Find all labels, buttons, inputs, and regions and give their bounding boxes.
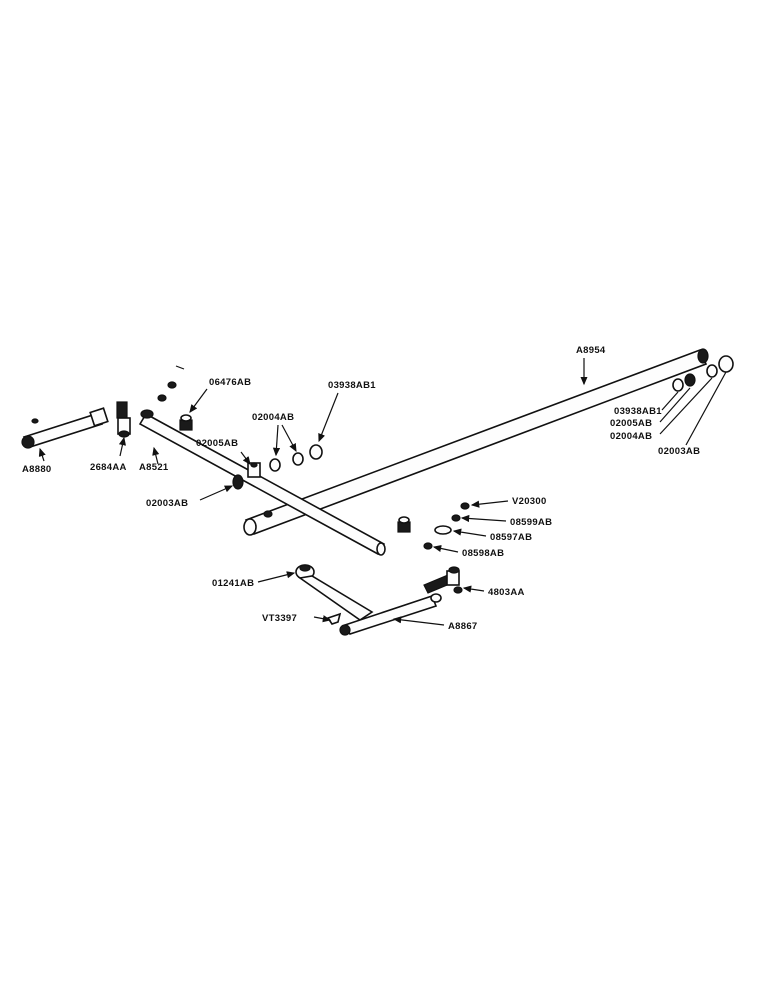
label-01241ab: 01241AB [212,578,254,589]
ball-joint-2684aa [116,401,131,438]
label-v20300: V20300 [512,496,547,507]
label-a8521: A8521 [139,462,169,473]
bushing-02003ab-left [232,474,244,490]
label-08598ab: 08598AB [462,548,504,559]
label-4803aa: 4803AA [488,587,525,598]
part-labels: A8954 A8880 2684AA A8521 06476AB 02005AB… [22,345,700,632]
label-vt3397: VT3397 [262,613,297,624]
label-02003ab-right: 02003AB [658,446,700,457]
label-02004ab-mid: 02004AB [252,412,294,423]
bushing-02005ab-left [247,462,261,478]
label-a8880: A8880 [22,464,52,475]
washers-middle [269,444,323,472]
label-03938ab1-mid: 03938AB1 [328,380,376,391]
label-03938ab1-right: 03938AB1 [614,406,662,417]
label-02003ab-left: 02003AB [146,498,188,509]
label-02004ab-right: 02004AB [610,431,652,442]
label-02005ab-left: 02005AB [196,438,238,449]
label-a8954: A8954 [576,345,606,356]
tie-rod-a8880 [21,407,109,449]
tie-rod-end-4803aa [423,566,463,594]
drag-link-tube [243,348,709,536]
label-08599ab: 08599AB [510,517,552,528]
leader-lines [38,358,727,626]
label-02005ab-right: 02005AB [610,418,652,429]
key-vt3397 [326,612,342,625]
small-hardware-06476ab [140,365,193,431]
label-2684aa: 2684AA [90,462,127,473]
label-a8867: A8867 [448,621,478,632]
steering-arm-a8867 [295,564,442,636]
small-parts-v20300-group [397,502,470,550]
label-08597ab: 08597AB [490,532,532,543]
label-06476ab: 06476AB [209,377,251,388]
